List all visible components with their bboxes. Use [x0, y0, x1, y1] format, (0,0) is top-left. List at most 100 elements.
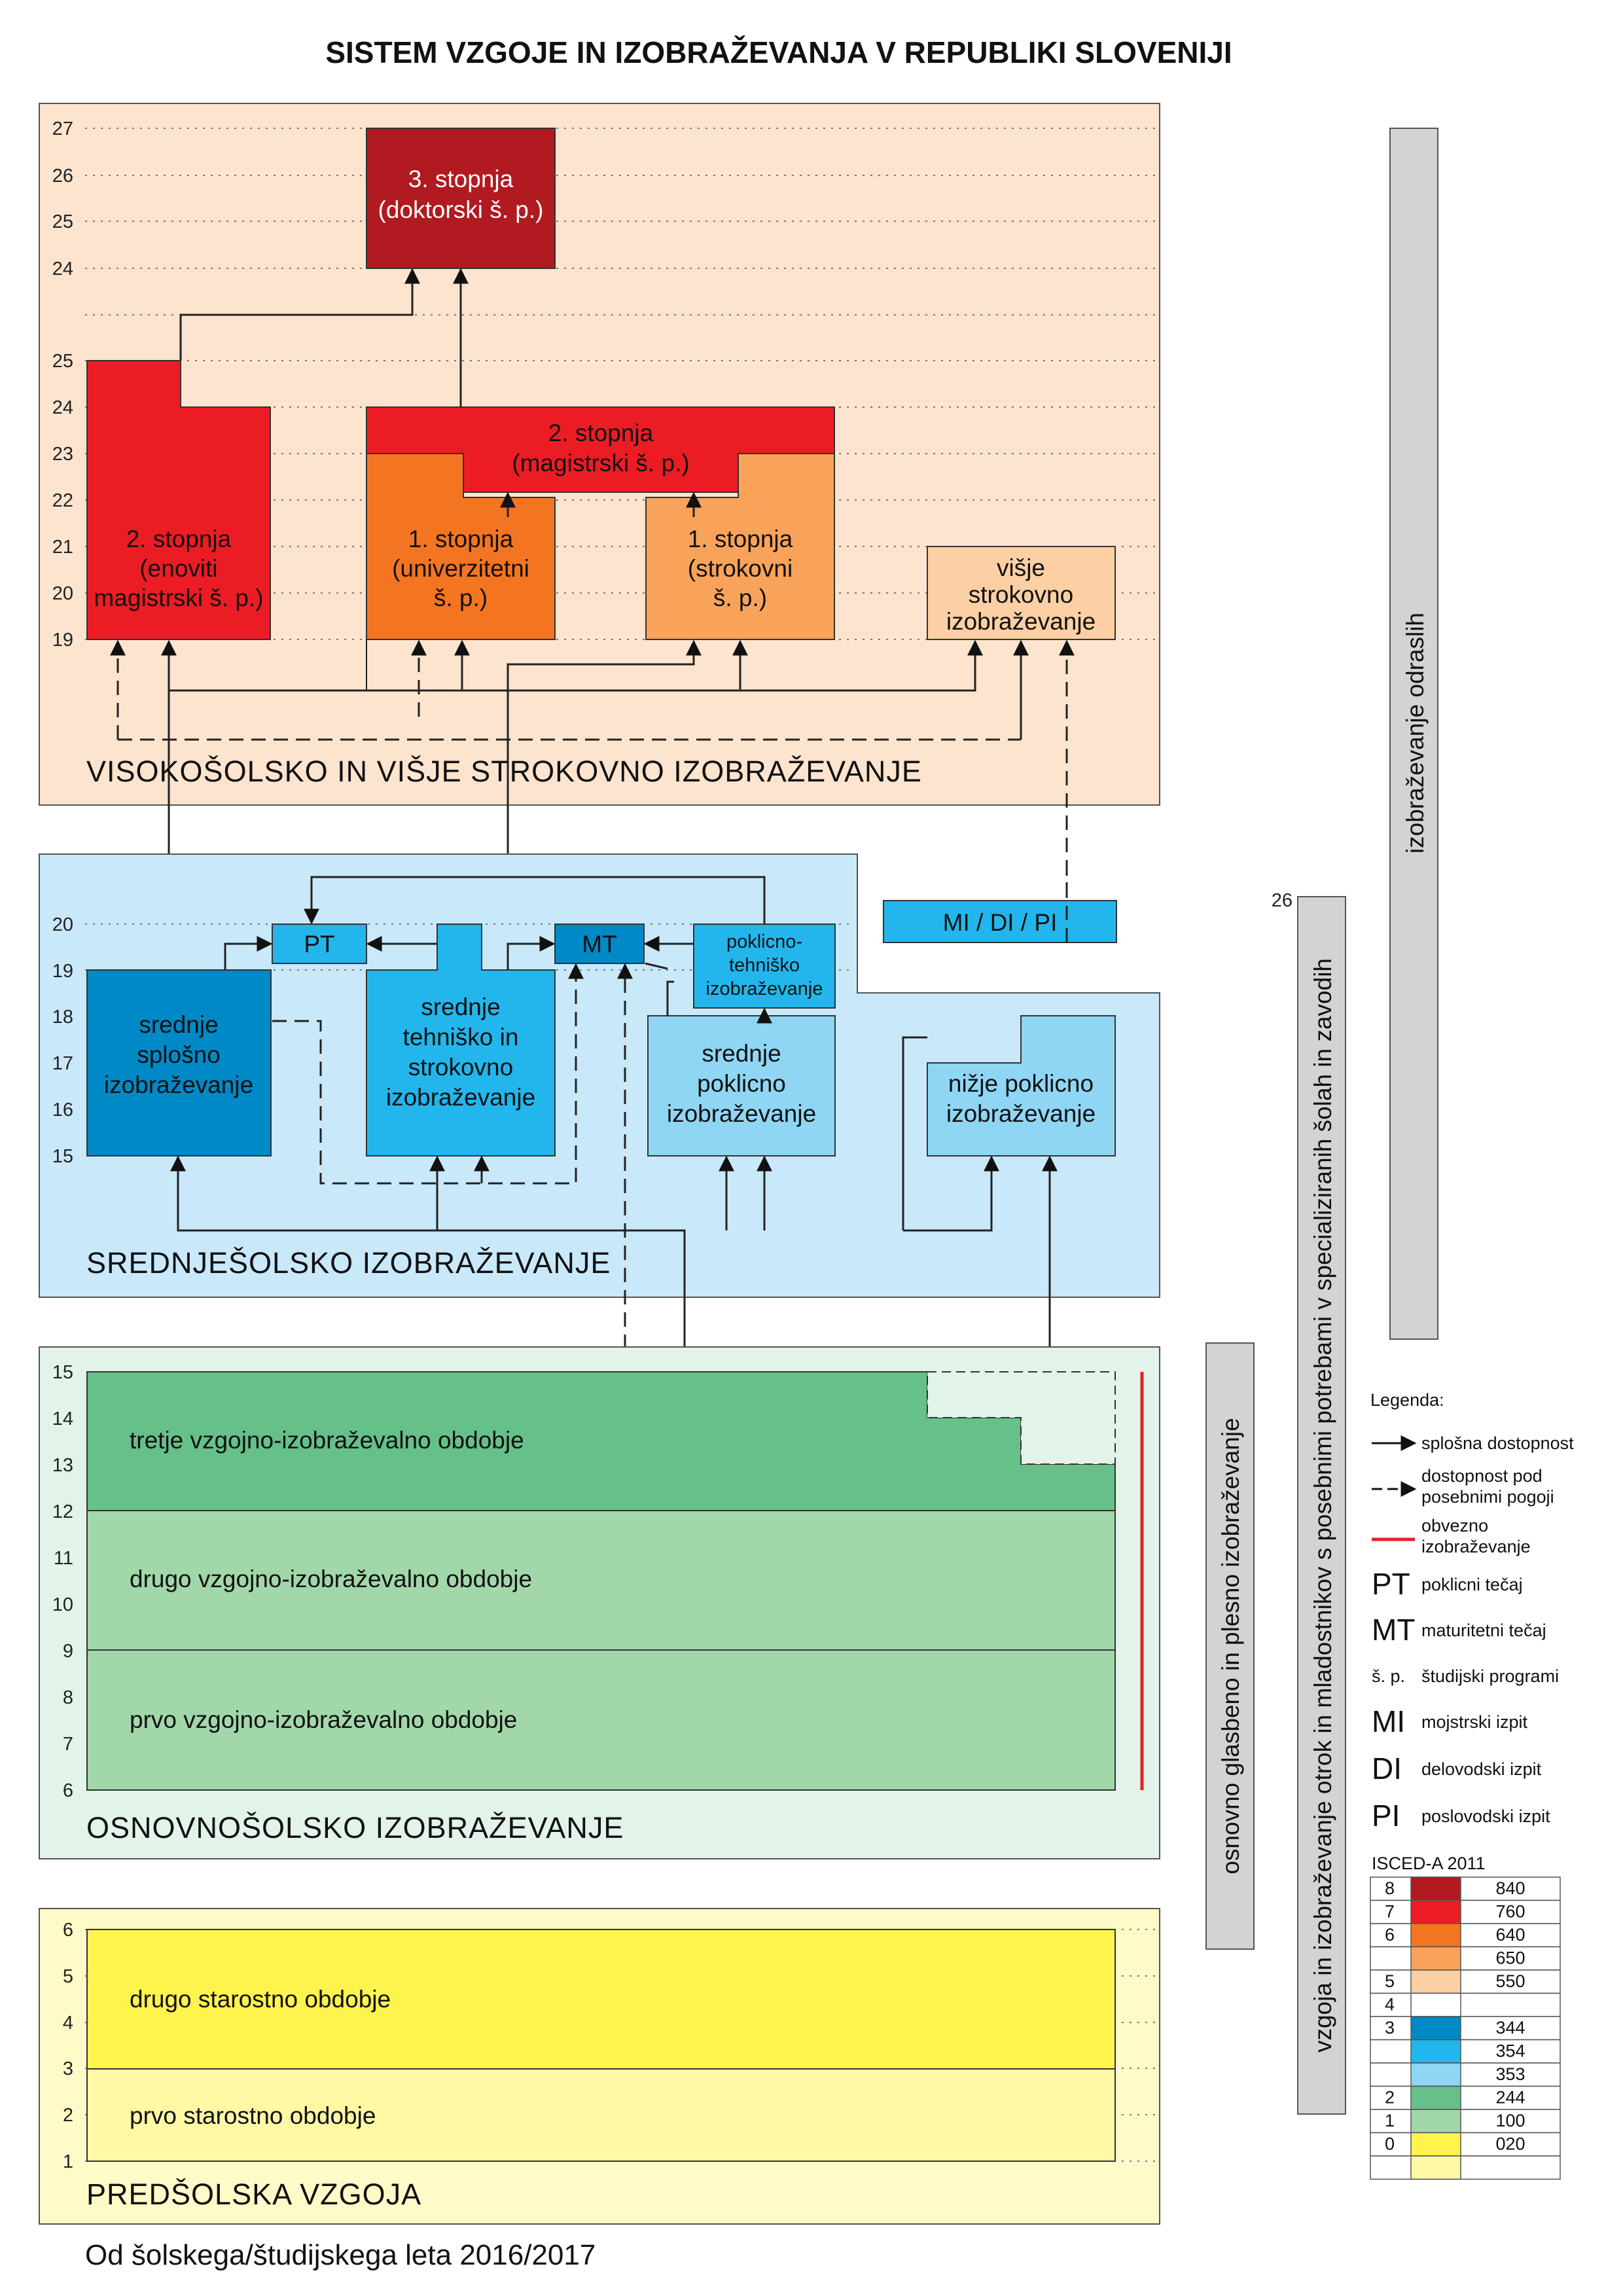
isced-color-swatch	[1410, 2155, 1461, 2180]
isced-color-swatch	[1410, 2109, 1461, 2134]
general-secondary-label: splošno	[137, 1041, 221, 1068]
isced-code: 760	[1495, 1902, 1525, 1922]
axis-label: 25	[52, 351, 73, 372]
isced-row	[1370, 1899, 1561, 1924]
integrated-master-label: magistrski š. p.)	[94, 584, 263, 611]
vocational-secondary-label: srednje	[702, 1040, 781, 1067]
professional-label: š. p.)	[713, 584, 767, 611]
university-label: š. p.)	[434, 584, 488, 611]
isced-level: 1	[1385, 2111, 1395, 2130]
isced-level: 6	[1385, 1925, 1395, 1945]
first-period-box	[86, 1649, 1116, 1791]
isced-row	[1370, 2016, 1561, 2041]
axis-label: 19	[52, 961, 73, 982]
integrated-master-label: (enoviti	[139, 555, 217, 582]
second-age-box	[86, 1929, 1116, 2070]
basic-section-title: OSNOVNOŠOLSKO IZOBRAŽEVANJE	[86, 1811, 624, 1844]
mt-box	[554, 924, 645, 964]
isced-code: 640	[1495, 1925, 1525, 1945]
isced-row	[1370, 1923, 1561, 1948]
pt-label: PT	[304, 931, 334, 958]
general-secondary-label: srednje	[139, 1011, 218, 1038]
legend-abbr-text: maturitetni tečaj	[1421, 1621, 1546, 1640]
axis-label: 9	[63, 1641, 73, 1662]
doctoral-label: 3. stopnja	[408, 166, 514, 192]
legend-special-access: dostopnost pod	[1421, 1466, 1543, 1486]
higher-axis: 27 26 25 24 25 24 23 22 21 20 19	[52, 118, 73, 651]
higher-dashed-connectors	[110, 639, 1075, 897]
side-bars: osnovno glasbeno in plesno izobraževanje…	[1205, 128, 1438, 2115]
higher-education-section: 27 26 25 24 25 24 23 22 21 20 19 3. stop…	[39, 103, 1160, 897]
mi-di-pi-box	[883, 900, 1117, 943]
isced-level: 4	[1385, 1995, 1395, 2015]
second-age-label: drugo starostno obdobje	[130, 1986, 391, 2013]
axis-label: 23	[52, 444, 73, 465]
isced-color-swatch	[1410, 1992, 1461, 2017]
preschool-section: 6 5 4 3 2 1 drugo starostno obdobje prvo…	[39, 1908, 1160, 2225]
university-label: (univerzitetni	[392, 555, 529, 582]
integrated-master-label: 2. stopnja	[126, 526, 232, 552]
lower-vocational-label: nižje poklicno	[948, 1070, 1094, 1097]
isced-color-swatch	[1410, 2039, 1461, 2064]
axis-label: 17	[52, 1053, 73, 1074]
axis-label: 5	[63, 1966, 73, 1987]
isced-color-swatch	[1410, 2062, 1461, 2087]
secondary-section-title: SREDNJEŠOLSKO IZOBRAŽEVANJE	[86, 1246, 611, 1280]
legend-abbr: DI	[1372, 1751, 1402, 1785]
general-secondary-label: izobraževanje	[104, 1071, 253, 1098]
lower-vocational-box	[927, 1015, 1116, 1157]
axis-label: 21	[52, 537, 73, 558]
legend-abbr-text: poklicni tečaj	[1421, 1575, 1523, 1594]
vocational-technical-box	[693, 924, 836, 1009]
mi-di-pi-label: MI / DI / PI	[943, 909, 1058, 936]
axis-label: 19	[52, 630, 73, 651]
axis-label: 15	[52, 1362, 73, 1383]
legend-compulsory: izobraževanje	[1421, 1537, 1531, 1556]
isced-code: 840	[1495, 1878, 1525, 1898]
short-cycle-label: izobraževanje	[946, 608, 1096, 635]
professional-label: 1. stopnja	[688, 526, 793, 552]
axis-label: 7	[63, 1734, 73, 1755]
axis-label: 18	[52, 1007, 73, 1028]
isced-level: 8	[1385, 1878, 1395, 1898]
vocational-technical-label: izobraževanje	[706, 978, 823, 999]
isced-color-swatch	[1410, 1946, 1461, 1971]
legend-abbr-text: poslovodski izpit	[1421, 1806, 1550, 1826]
isced-color-swatch	[1410, 1923, 1461, 1948]
axis-label: 6	[63, 1920, 73, 1941]
lower-vocational-label: izobraževanje	[946, 1100, 1096, 1127]
university-label: 1. stopnja	[408, 526, 514, 552]
legend-abbr: MI	[1372, 1704, 1405, 1738]
vocational-secondary-box	[647, 1015, 836, 1157]
isced-color-swatch	[1410, 2085, 1461, 2110]
isced-row	[1370, 2039, 1561, 2064]
footer-note: Od šolskega/študijskega leta 2016/2017	[85, 2239, 596, 2271]
isced-level: 2	[1385, 2088, 1395, 2108]
legend-abbr: PT	[1372, 1567, 1410, 1601]
technical-secondary-label: tehniško in	[403, 1024, 519, 1050]
isced-color-swatch	[1410, 1969, 1461, 1994]
axis-label: 10	[52, 1594, 73, 1615]
vocational-technical-label: poklicno-	[726, 931, 802, 952]
isced-code: 020	[1495, 2134, 1525, 2154]
isced-row	[1370, 2155, 1561, 2180]
axis-label: 11	[54, 1548, 73, 1569]
isced-title: ISCED-A 2011	[1372, 1854, 1486, 1873]
axis-label: 26	[52, 166, 73, 187]
secondary-section-bg	[39, 853, 1160, 1298]
music-bar-label: osnovno glasbeno in plesno izobraževanje	[1217, 1418, 1244, 1874]
legend-abbr-text: mojstrski izpit	[1421, 1712, 1528, 1732]
axis-label: 25	[52, 211, 73, 232]
axis-label: 22	[52, 490, 73, 511]
axis-label: 20	[52, 914, 73, 935]
axis-label: 24	[52, 397, 73, 418]
third-period-label: tretje vzgojno-izobraževalno obdobje	[130, 1427, 524, 1454]
axis-label: 12	[52, 1501, 73, 1522]
isced-level: 0	[1385, 2134, 1395, 2154]
doctoral-label: (doktorski š. p.)	[378, 196, 544, 223]
optional-extension	[927, 1371, 1116, 1465]
preschool-axis: 6 5 4 3 2 1	[63, 1920, 73, 2172]
legend-title: Legenda:	[1370, 1390, 1444, 1410]
